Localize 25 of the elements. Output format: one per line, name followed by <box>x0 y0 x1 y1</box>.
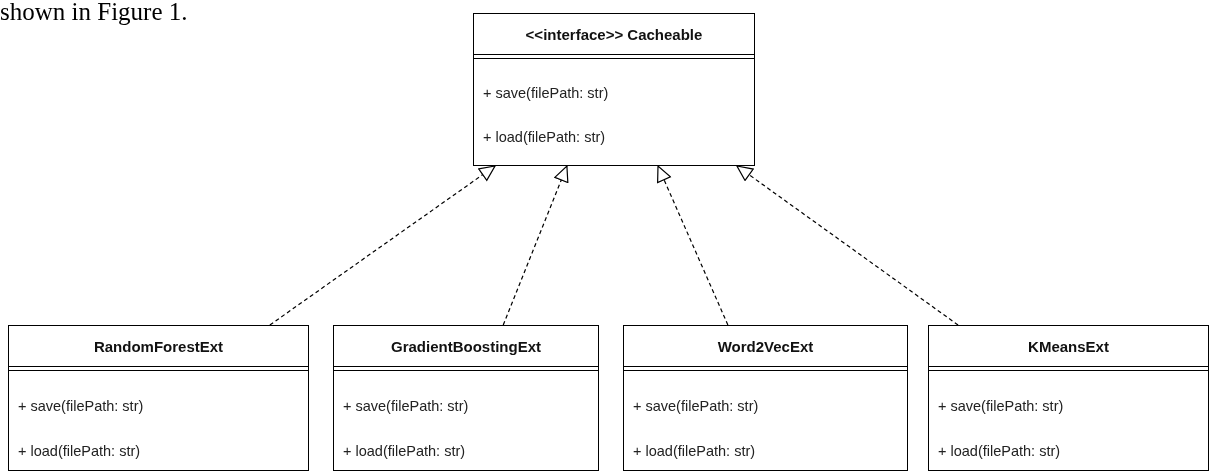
method-signature: + save(filePath: str) <box>342 398 469 414</box>
realization-arrow <box>502 165 569 326</box>
class-name: Word2VecExt <box>624 326 907 367</box>
realization-arrow <box>657 165 729 326</box>
method-signature: + save(filePath: str) <box>632 398 759 414</box>
interface-box <box>473 13 755 166</box>
realization-arrow <box>269 165 496 326</box>
method-signature: + save(filePath: str) <box>937 398 1064 414</box>
body-text: shown in Figure 1. <box>0 0 188 26</box>
method-signature: + save(filePath: str) <box>482 85 609 101</box>
method-signature: + load(filePath: str) <box>17 443 141 459</box>
method-signature: + load(filePath: str) <box>937 443 1061 459</box>
method-signature: + load(filePath: str) <box>342 443 466 459</box>
class-name: GradientBoostingExt <box>334 326 598 367</box>
realization-arrow <box>736 165 959 326</box>
class-box <box>623 325 908 471</box>
class-name: RandomForestExt <box>9 326 308 367</box>
method-signature: + save(filePath: str) <box>17 398 144 414</box>
class-name: KMeansExt <box>929 326 1208 367</box>
class-box <box>928 325 1209 471</box>
method-signature: + load(filePath: str) <box>632 443 756 459</box>
interface-name: <<interface>> Cacheable <box>474 14 754 55</box>
class-box <box>8 325 309 471</box>
method-signature: + load(filePath: str) <box>482 129 606 145</box>
class-box <box>333 325 599 471</box>
